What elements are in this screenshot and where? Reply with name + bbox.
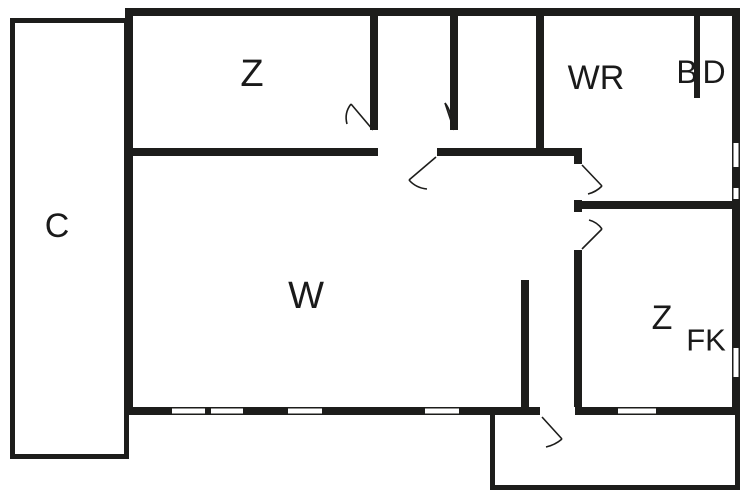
wall-left <box>125 8 133 415</box>
doorway-porch-gap <box>540 407 575 415</box>
door-porch <box>541 416 563 448</box>
windows <box>172 143 740 415</box>
window-bottom-1 <box>172 407 205 415</box>
wall-right-section-1 <box>574 148 582 164</box>
wall-hall-stub-left <box>370 16 378 130</box>
wall-z-bottom <box>133 148 378 156</box>
window-right-3 <box>732 348 740 377</box>
wall-top <box>125 8 740 16</box>
interior-walls <box>133 16 740 415</box>
window-bottom-2 <box>211 407 243 415</box>
room-label-b: B <box>676 54 698 90</box>
wall-entry-stub <box>521 280 529 415</box>
door-zfk <box>581 219 603 250</box>
outer-walls <box>125 8 740 415</box>
door-hall-left <box>345 103 374 131</box>
wall-hall-bottom <box>437 148 582 156</box>
wall-zfk-top <box>574 201 740 209</box>
door-wr-lower <box>581 164 603 195</box>
window-bottom-4 <box>425 407 459 415</box>
room-label-fk: FK <box>686 322 726 358</box>
window-bottom-5 <box>618 407 656 415</box>
room-label-wr: WR <box>567 59 625 97</box>
wall-right-section-3 <box>574 250 582 415</box>
carport-outline <box>10 18 129 459</box>
porch-outline <box>490 415 740 490</box>
room-label-z1: Z <box>240 53 264 95</box>
wall-bd-divider <box>694 16 700 98</box>
room-label-d: D <box>702 54 726 90</box>
door-hall-to-living <box>408 156 437 190</box>
porch-right <box>735 415 740 490</box>
room-label-z2: Z <box>651 299 673 337</box>
door-swings <box>345 102 603 448</box>
door-hall-right <box>444 102 455 131</box>
wall-wr-left <box>536 16 544 156</box>
window-right-2 <box>732 188 740 199</box>
porch-left <box>490 415 495 490</box>
porch-bottom <box>490 485 740 490</box>
wall-hall-stub-right <box>450 16 458 130</box>
window-bottom-3 <box>288 407 322 415</box>
window-right-1 <box>732 143 740 167</box>
room-label-c: C <box>44 207 70 245</box>
wall-right <box>732 8 740 415</box>
room-label-w: W <box>288 275 324 317</box>
